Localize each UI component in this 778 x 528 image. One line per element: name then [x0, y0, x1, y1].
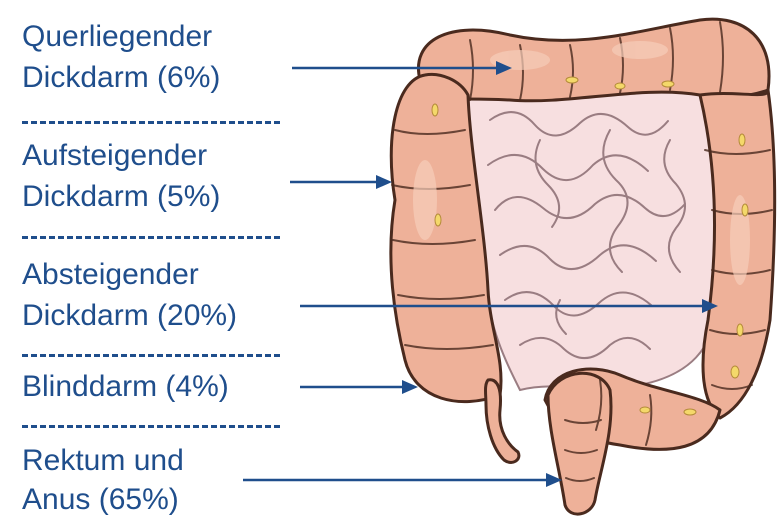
ascending-colon-label-line2: Dickdarm (5%) — [22, 176, 220, 217]
rectum-label-line2: Anus (65%) — [22, 479, 179, 520]
separator — [22, 121, 280, 124]
ascending-colon-label-line1: Aufsteigender — [22, 135, 207, 176]
transverse-colon-label-line1: Querliegender — [22, 16, 212, 57]
rectum-label-line1: Rektum und — [22, 440, 184, 481]
cecum-label: Blinddarm (4%) — [22, 366, 229, 407]
descending-colon-label-line1: Absteigender — [22, 254, 199, 295]
transverse-colon-label-line2: Dickdarm (6%) — [22, 57, 220, 98]
separator — [22, 236, 280, 239]
descending-colon-label-line2: Dickdarm (20%) — [22, 295, 237, 336]
separator — [22, 354, 280, 357]
small-intestine — [468, 75, 725, 390]
separator — [22, 425, 280, 428]
